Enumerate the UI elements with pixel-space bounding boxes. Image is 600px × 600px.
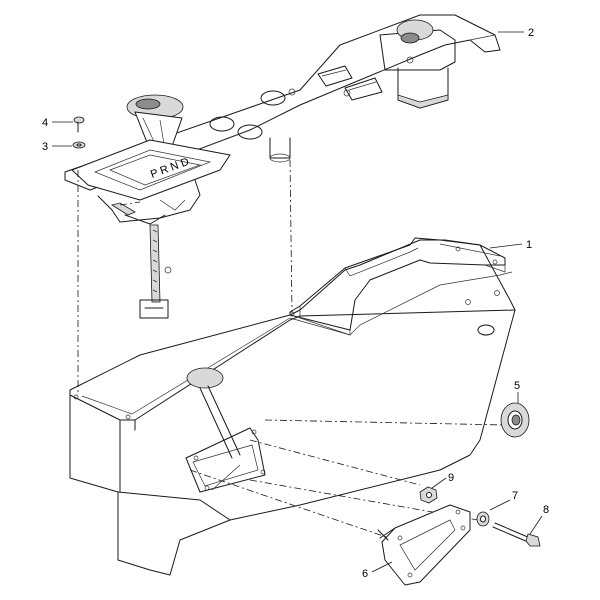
- callout-label: 8: [543, 504, 549, 516]
- console-grommet-hole: [477, 324, 495, 336]
- bracket-hole: [288, 88, 296, 96]
- grommet: [500, 402, 530, 438]
- gate-screw: [204, 485, 210, 491]
- shifter-assembly: P R N D: [71, 94, 506, 541]
- callout-6: 6: [362, 561, 393, 580]
- callout-7: 7: [489, 490, 518, 511]
- gate-screw: [260, 469, 266, 475]
- callout-1: 1: [489, 239, 532, 251]
- console-hole: [465, 299, 471, 305]
- console-hole: [494, 290, 500, 296]
- callout-label: 2: [528, 27, 534, 39]
- screw: [73, 116, 85, 133]
- console-hole: [125, 414, 131, 420]
- bracket-hole: [260, 90, 286, 106]
- callout-2: 2: [498, 27, 534, 39]
- callout-9: 9: [431, 472, 454, 489]
- bolt: [492, 522, 541, 547]
- callout-label: 3: [42, 141, 48, 153]
- bracket-knob-cap: [400, 32, 420, 44]
- bracket-hole: [406, 56, 414, 64]
- callout-label: 5: [514, 380, 520, 392]
- cover-hole: [492, 259, 498, 265]
- console-cover: [289, 237, 506, 336]
- bracket-hole: [237, 124, 263, 140]
- shifter-knob: [186, 367, 224, 389]
- bracket-slot: [344, 77, 383, 101]
- callout-5: 5: [514, 380, 520, 403]
- shifter-cable: [149, 224, 161, 303]
- callout-8: 8: [529, 504, 549, 535]
- console-housing: [69, 239, 516, 576]
- callout-label: 9: [448, 472, 454, 484]
- callout-label: 6: [362, 568, 368, 580]
- washer: [72, 141, 86, 149]
- lock-washer: [476, 511, 490, 527]
- gasket-plate: [377, 504, 471, 586]
- nut: [419, 486, 438, 504]
- bracket-hole: [209, 116, 235, 132]
- gate-screw: [251, 429, 257, 435]
- callout-3: 3: [42, 141, 72, 153]
- console-hole: [73, 394, 79, 400]
- bracket-hole: [343, 89, 351, 97]
- gate-screw: [193, 455, 199, 461]
- bracket-slot: [317, 65, 353, 87]
- callout-4: 4: [42, 117, 73, 129]
- callout-label: 7: [512, 490, 518, 502]
- callout-label: 4: [42, 117, 48, 129]
- cover-hole: [455, 246, 461, 252]
- callout-label: 1: [526, 239, 532, 251]
